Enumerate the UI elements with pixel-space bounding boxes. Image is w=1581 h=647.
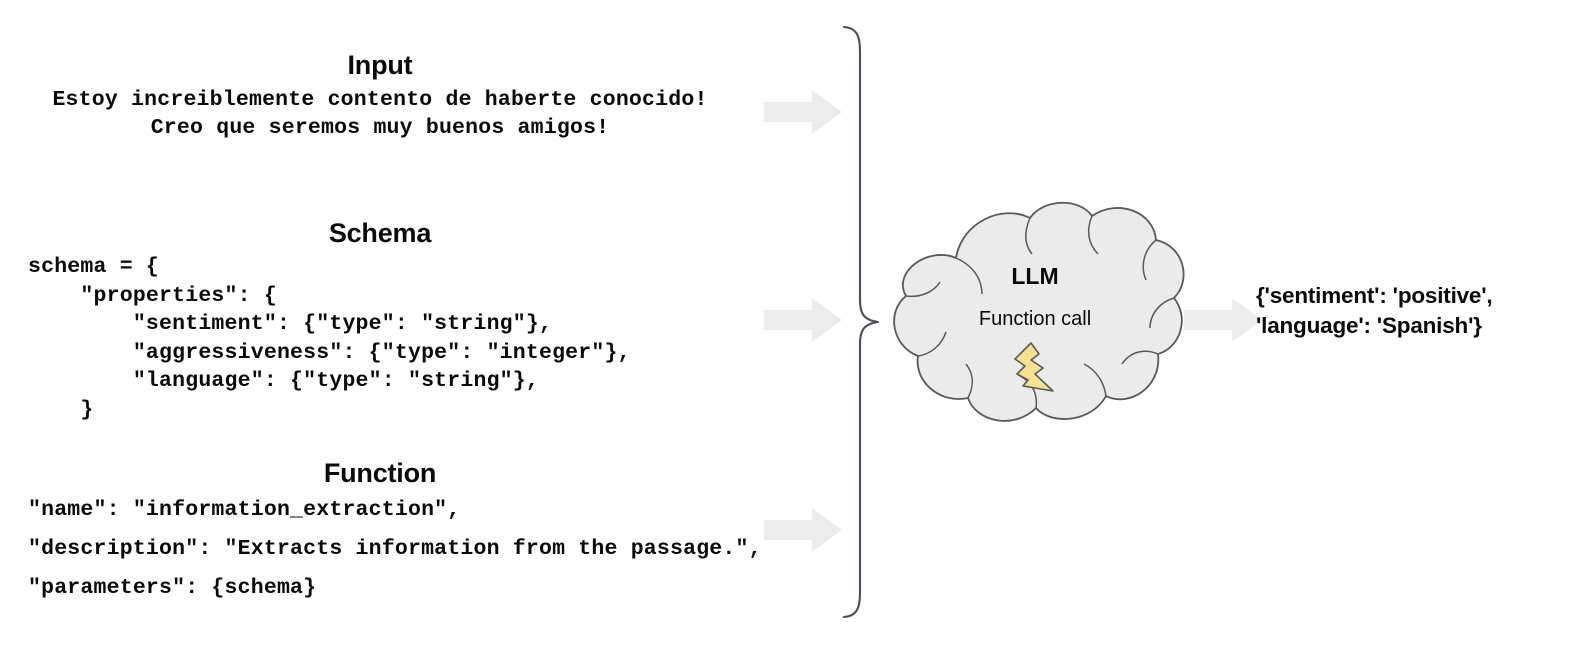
input-text-line-1: Estoy increiblemente contento de haberte… <box>52 88 708 112</box>
input-arrow <box>764 90 842 134</box>
schema-code-block: schema = { "properties": { "sentiment": … <box>28 255 631 422</box>
output-line-2: 'language': 'Spanish'} <box>1256 313 1482 338</box>
output-line-1: {'sentiment': 'positive', <box>1256 283 1493 308</box>
function-arrow <box>764 508 842 552</box>
llm-subtitle: Function call <box>978 308 1092 330</box>
llm-title: LLM <box>1011 263 1059 289</box>
output-arrow <box>1184 298 1262 342</box>
input-text-line-2: Creo que seremos muy buenos amigos! <box>150 116 610 140</box>
llm-cloud <box>878 196 1190 436</box>
lightning-bolt-icon <box>1011 341 1061 395</box>
schema-heading: Schema <box>328 218 432 248</box>
input-heading: Input <box>347 50 413 80</box>
schema-arrow <box>764 298 842 342</box>
grouping-brace <box>832 22 884 622</box>
function-code-block: "name": "information_extraction", "descr… <box>28 498 762 600</box>
function-heading: Function <box>323 458 437 488</box>
